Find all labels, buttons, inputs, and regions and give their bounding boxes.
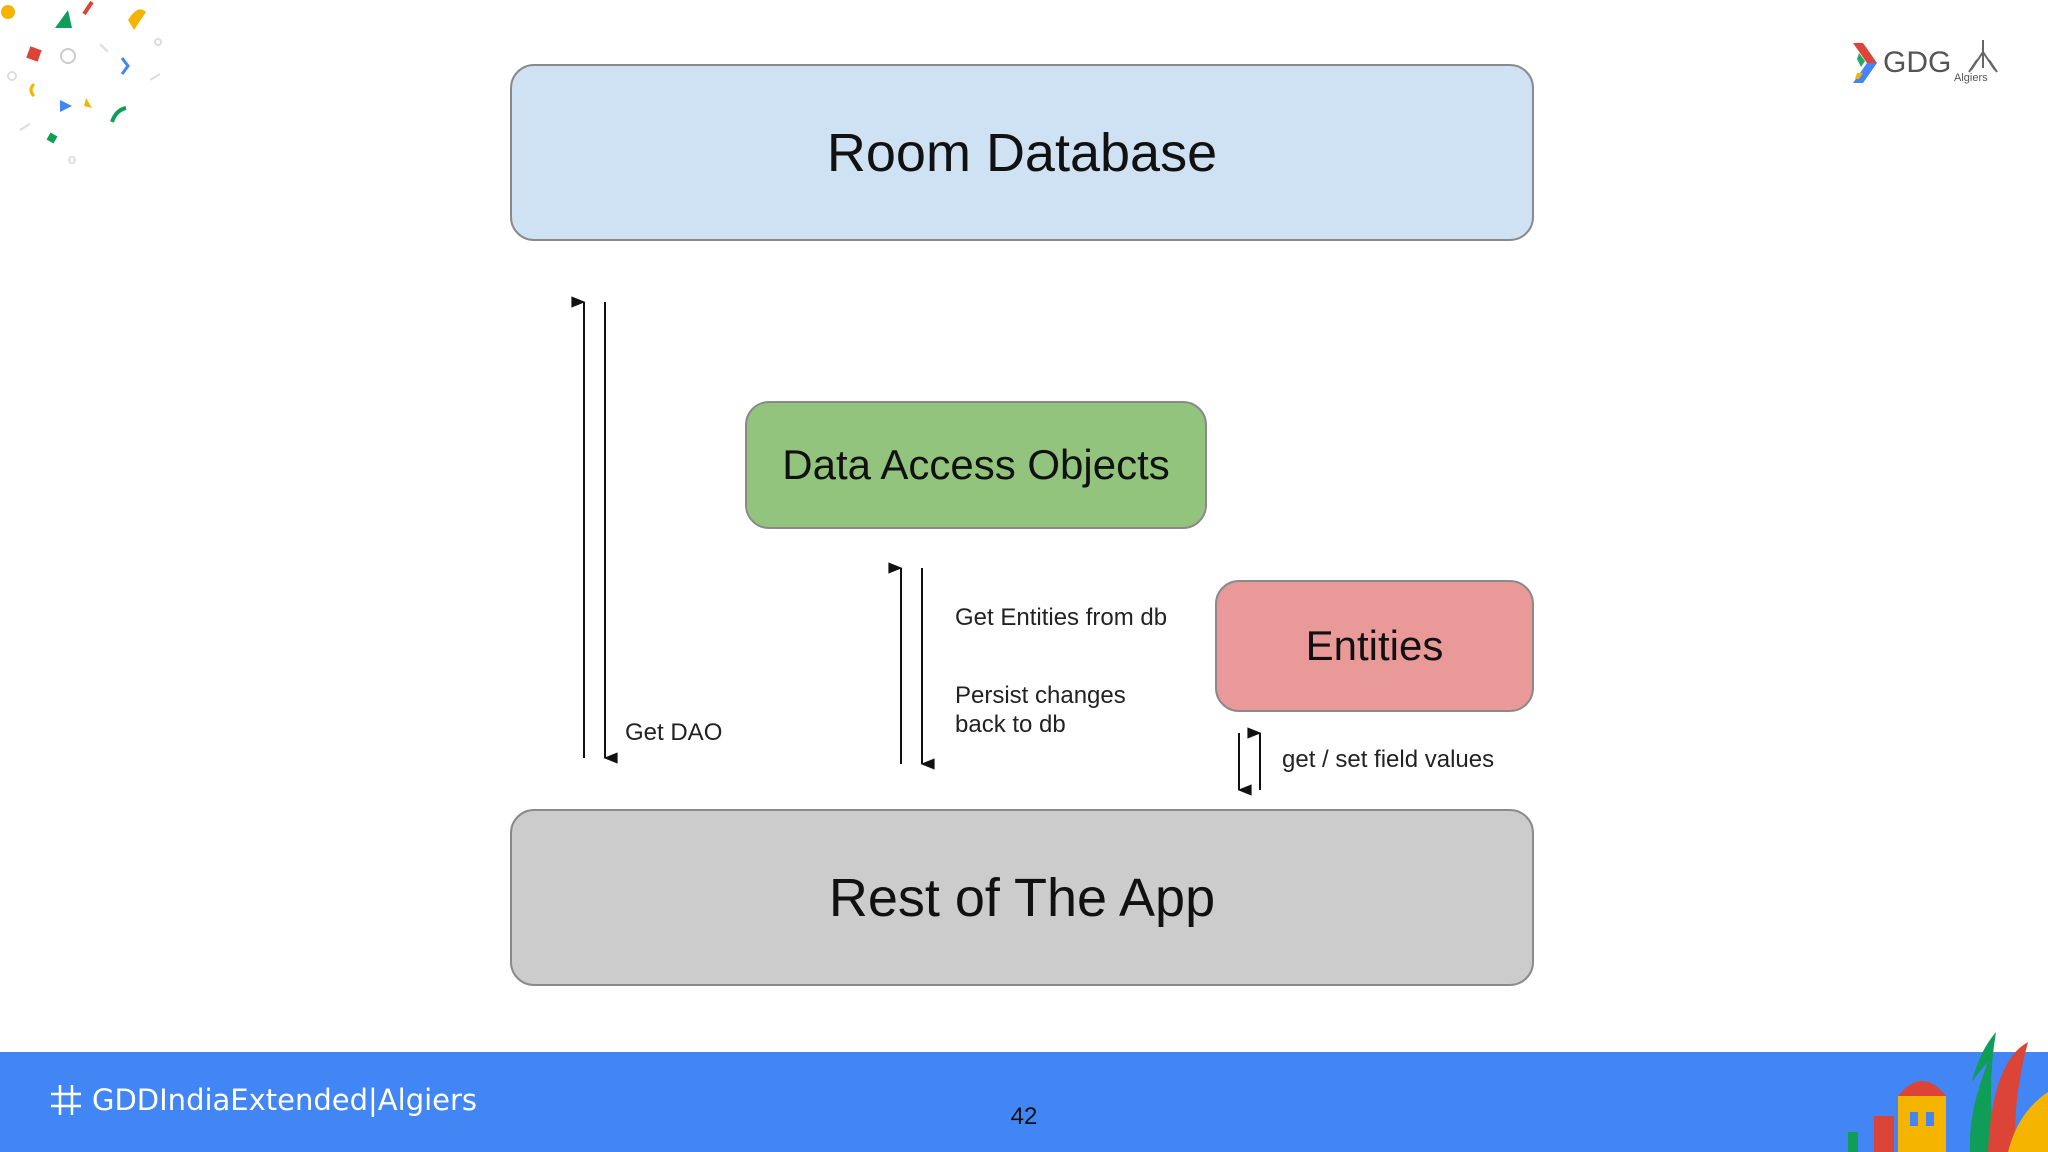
room-database-label: Room Database xyxy=(826,122,1218,183)
algiers-skyline-illustration xyxy=(1848,1032,2048,1152)
gdg-logo: GDG xyxy=(1853,38,2005,88)
algiers-monument-icon xyxy=(1968,40,1999,73)
room-database-box: Room Database xyxy=(510,64,1534,241)
gdg-text: GDG xyxy=(1883,46,1952,79)
field-values-label: get / set field values xyxy=(1282,746,1495,773)
data-access-objects-label: Data Access Objects xyxy=(782,441,1170,488)
algiers-text: Algiers xyxy=(1954,72,1988,84)
entities-box: Entities xyxy=(1215,580,1534,712)
rest-of-app-box: Rest of The App xyxy=(510,809,1534,986)
data-access-objects-box: Data Access Objects xyxy=(745,401,1207,529)
footer-bar: GDDIndiaExtended|Algiers xyxy=(0,1052,2048,1152)
gdg-chevron-icon xyxy=(1853,43,1877,83)
entities-label: Entities xyxy=(1305,622,1444,669)
rest-of-app-label: Rest of The App xyxy=(828,867,1216,928)
hashtag-text: GDDIndiaExtended|Algiers xyxy=(92,1083,478,1117)
get-entities-label: Get Entities from db xyxy=(955,604,1168,631)
hashtag-icon xyxy=(51,1085,81,1115)
arrows-layer xyxy=(571,296,1262,796)
confetti-decoration xyxy=(1,0,162,164)
persist-changes-label: Persist changes back to db xyxy=(955,682,1126,738)
hashtag: GDDIndiaExtended|Algiers xyxy=(48,1082,477,1118)
page-number: 42 xyxy=(1010,1103,1038,1130)
get-dao-label: Get DAO xyxy=(625,719,723,746)
